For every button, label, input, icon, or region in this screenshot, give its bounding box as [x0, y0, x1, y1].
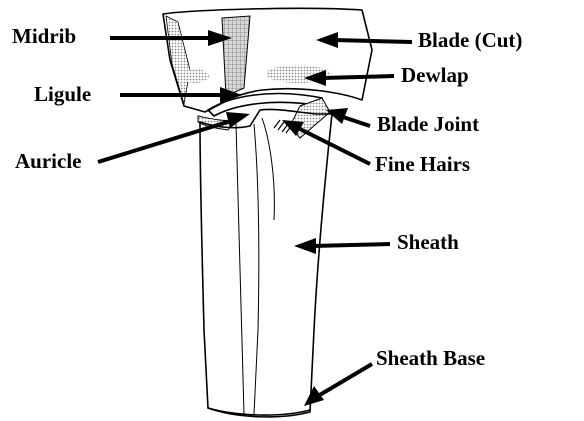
- arrow-blade-cut: [316, 32, 412, 48]
- label-fine-hairs: Fine Hairs: [375, 152, 470, 176]
- label-ligule: Ligule: [34, 82, 91, 106]
- arrow-fine-hairs: [282, 120, 370, 164]
- leaf-sheath: [200, 109, 332, 416]
- arrow-sheath: [294, 238, 390, 254]
- label-midrib: Midrib: [12, 24, 76, 48]
- arrow-sheath-base: [304, 364, 372, 406]
- label-dewlap: Dewlap: [401, 63, 469, 87]
- dewlap-stipple: [181, 65, 330, 83]
- arrow-auricle: [98, 112, 250, 162]
- label-sheath: Sheath: [397, 230, 459, 254]
- midrib-band: [222, 16, 250, 96]
- label-blade-cut: Blade (Cut): [418, 28, 522, 52]
- arrow-blade-joint: [326, 108, 370, 126]
- label-sheath-base: Sheath Base: [376, 346, 485, 370]
- label-auricle: Auricle: [15, 149, 81, 173]
- label-blade-joint: Blade Joint: [377, 112, 479, 136]
